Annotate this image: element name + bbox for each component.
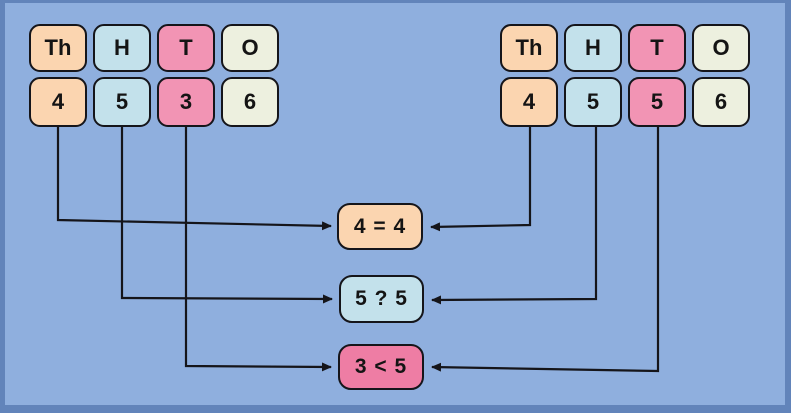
right-header-ones-label: O bbox=[712, 35, 730, 60]
arrow-left-tens bbox=[184, 127, 332, 372]
right-digit-ones-value: 6 bbox=[714, 89, 728, 114]
left-header-tens-label: T bbox=[179, 35, 193, 60]
right-header-ones: O bbox=[692, 24, 750, 72]
right-header-thousands: Th bbox=[500, 24, 558, 72]
right-digit-tens-value: 5 bbox=[650, 89, 664, 114]
left-header-tens: T bbox=[157, 24, 215, 72]
left-digit-ones: 6 bbox=[221, 77, 279, 127]
comparison-thousands-text: 4 = 4 bbox=[353, 214, 407, 238]
right-header-tens-label: T bbox=[650, 35, 664, 60]
right-digit-hundreds: 5 bbox=[564, 77, 622, 127]
comparison-hundreds: 5 ? 5 bbox=[339, 275, 424, 323]
right-header-hundreds: H bbox=[564, 24, 622, 72]
right-digit-thousands-value: 4 bbox=[522, 89, 536, 114]
left-digit-tens-value: 3 bbox=[179, 89, 193, 114]
comparison-tens: 3 < 5 bbox=[338, 344, 424, 390]
left-header-hundreds: H bbox=[93, 24, 151, 72]
right-digit-ones: 6 bbox=[692, 77, 750, 127]
left-header-ones: O bbox=[221, 24, 279, 72]
arrow-right-thousands bbox=[430, 127, 532, 232]
arrow-left-thousands bbox=[56, 127, 332, 231]
comparison-thousands: 4 = 4 bbox=[337, 203, 423, 250]
left-digit-thousands-value: 4 bbox=[51, 89, 65, 114]
left-digit-hundreds: 5 bbox=[93, 77, 151, 127]
right-header-hundreds-label: H bbox=[585, 35, 601, 60]
arrow-right-hundreds bbox=[431, 127, 598, 305]
right-digit-thousands: 4 bbox=[500, 77, 558, 127]
arrow-right-tens bbox=[431, 127, 660, 373]
left-header-thousands-label: Th bbox=[44, 35, 72, 60]
comparison-hundreds-text: 5 ? 5 bbox=[355, 287, 408, 310]
right-digit-tens: 5 bbox=[628, 77, 686, 127]
comparison-tens-text: 3 < 5 bbox=[354, 355, 408, 378]
right-digit-hundreds-value: 5 bbox=[586, 89, 600, 114]
right-header-tens: T bbox=[628, 24, 686, 72]
left-header-hundreds-label: H bbox=[114, 35, 130, 60]
left-header-ones-label: O bbox=[241, 35, 259, 60]
left-digit-hundreds-value: 5 bbox=[115, 89, 129, 114]
left-digit-ones-value: 6 bbox=[243, 89, 257, 114]
left-digit-tens: 3 bbox=[157, 77, 215, 127]
arrow-left-hundreds bbox=[120, 127, 333, 304]
right-header-thousands-label: Th bbox=[515, 35, 543, 60]
left-digit-thousands: 4 bbox=[29, 77, 87, 127]
left-header-thousands: Th bbox=[29, 24, 87, 72]
